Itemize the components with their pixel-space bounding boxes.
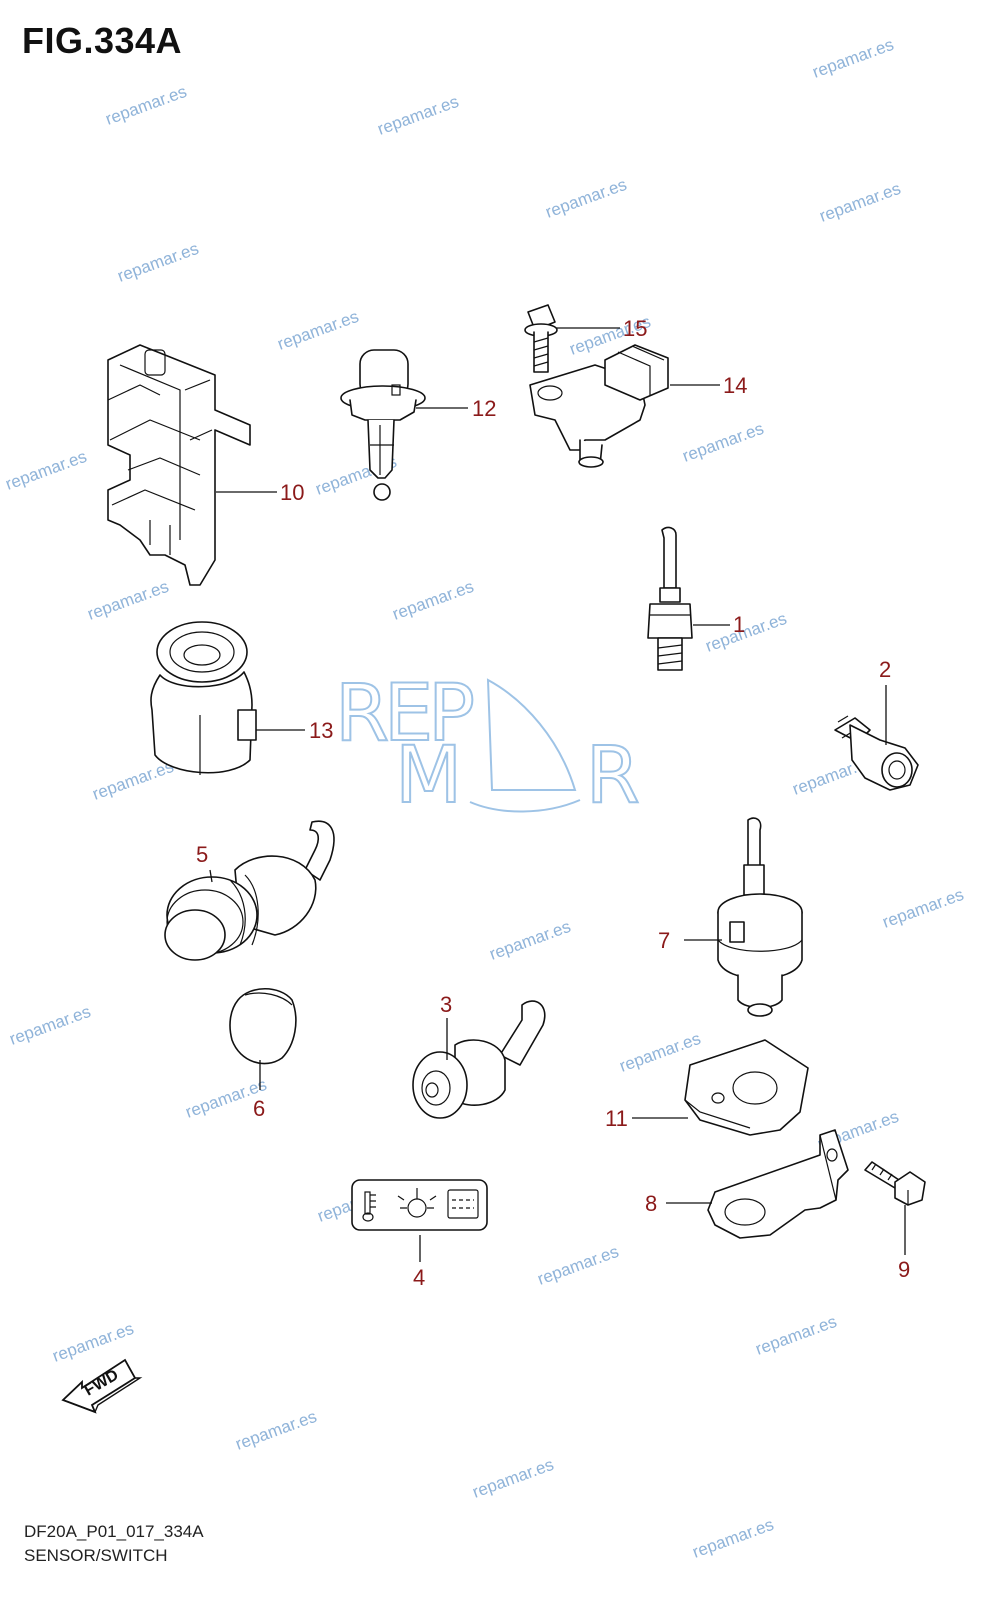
callout-8: 8 bbox=[645, 1191, 657, 1216]
wave-icon bbox=[469, 799, 581, 813]
watermark: repamar.es bbox=[810, 35, 896, 82]
watermarks: repamar.es repamar.es repamar.es repamar… bbox=[3, 35, 966, 1562]
callout-5: 5 bbox=[196, 842, 208, 867]
figure-name: SENSOR/SWITCH bbox=[24, 1546, 168, 1565]
callout-3: 3 bbox=[440, 992, 452, 1017]
part-2-knock-sensor bbox=[834, 715, 919, 791]
callout-11: 11 bbox=[605, 1106, 628, 1131]
watermark: repamar.es bbox=[3, 447, 89, 494]
callout-2: 2 bbox=[879, 657, 891, 682]
watermark: repamar.es bbox=[103, 82, 189, 129]
watermark: repamar.es bbox=[817, 179, 903, 226]
watermark: repamar.es bbox=[680, 419, 766, 466]
part-1-sensor bbox=[647, 526, 693, 671]
watermark: repamar.es bbox=[703, 609, 789, 656]
callout-15: 15 bbox=[623, 316, 647, 341]
watermark: repamar.es bbox=[375, 92, 461, 139]
watermark: repamar.es bbox=[90, 757, 176, 804]
sail-icon bbox=[486, 678, 577, 791]
watermark: repamar.es bbox=[7, 1002, 93, 1049]
callout-4: 4 bbox=[413, 1265, 425, 1290]
watermark: repamar.es bbox=[880, 885, 966, 932]
watermark: repamar.es bbox=[85, 577, 171, 624]
watermark: repamar.es bbox=[690, 1515, 776, 1562]
callout-14: 14 bbox=[723, 373, 747, 398]
watermark: repamar.es bbox=[487, 917, 573, 964]
callout-7: 7 bbox=[658, 928, 670, 953]
part-11-bracket bbox=[684, 1039, 809, 1136]
leader-lines bbox=[209, 327, 906, 1262]
watermark: repamar.es bbox=[543, 175, 629, 222]
callout-13: 13 bbox=[309, 718, 333, 743]
repamar-logo: REP M R bbox=[334, 668, 641, 822]
watermark: repamar.es bbox=[115, 239, 201, 286]
part-3-sensor bbox=[412, 1000, 546, 1119]
callout-1: 1 bbox=[733, 612, 745, 637]
part-15-bolt bbox=[524, 304, 558, 373]
watermark: repamar.es bbox=[50, 1319, 136, 1366]
watermark: repamar.es bbox=[753, 1312, 839, 1359]
logo-line-rep: REP bbox=[335, 669, 475, 759]
watermark: repamar.es bbox=[233, 1407, 319, 1454]
watermark: repamar.es bbox=[275, 307, 361, 354]
callout-9: 9 bbox=[898, 1257, 910, 1282]
part-4-label bbox=[351, 1179, 488, 1231]
figure-code: DF20A_P01_017_334A bbox=[24, 1522, 204, 1541]
watermark: repamar.es bbox=[390, 577, 476, 624]
watermark: repamar.es bbox=[535, 1242, 621, 1289]
figure-title: FIG.334A bbox=[22, 20, 183, 61]
part-7-sensor bbox=[717, 817, 803, 1017]
callout-numbers: 1 2 3 4 5 6 7 8 9 10 11 12 13 14 15 bbox=[196, 316, 910, 1290]
part-5-pressure-switch bbox=[164, 820, 335, 961]
callout-6: 6 bbox=[253, 1096, 265, 1121]
part-12-temp-sensor bbox=[340, 349, 426, 501]
part-8-bracket bbox=[707, 1129, 849, 1239]
part-9-bolt bbox=[864, 1161, 926, 1206]
callout-10: 10 bbox=[280, 480, 304, 505]
part-14-map-sensor bbox=[529, 344, 669, 468]
part-6-cap bbox=[229, 988, 297, 1065]
fwd-arrow-icon: FWD bbox=[61, 1358, 143, 1414]
watermark: repamar.es bbox=[470, 1455, 556, 1502]
logo-line-mar: M R bbox=[395, 731, 640, 821]
part-10-connector-bracket bbox=[107, 344, 251, 586]
callout-12: 12 bbox=[472, 396, 496, 421]
part-13-rubber-boot bbox=[150, 621, 257, 775]
